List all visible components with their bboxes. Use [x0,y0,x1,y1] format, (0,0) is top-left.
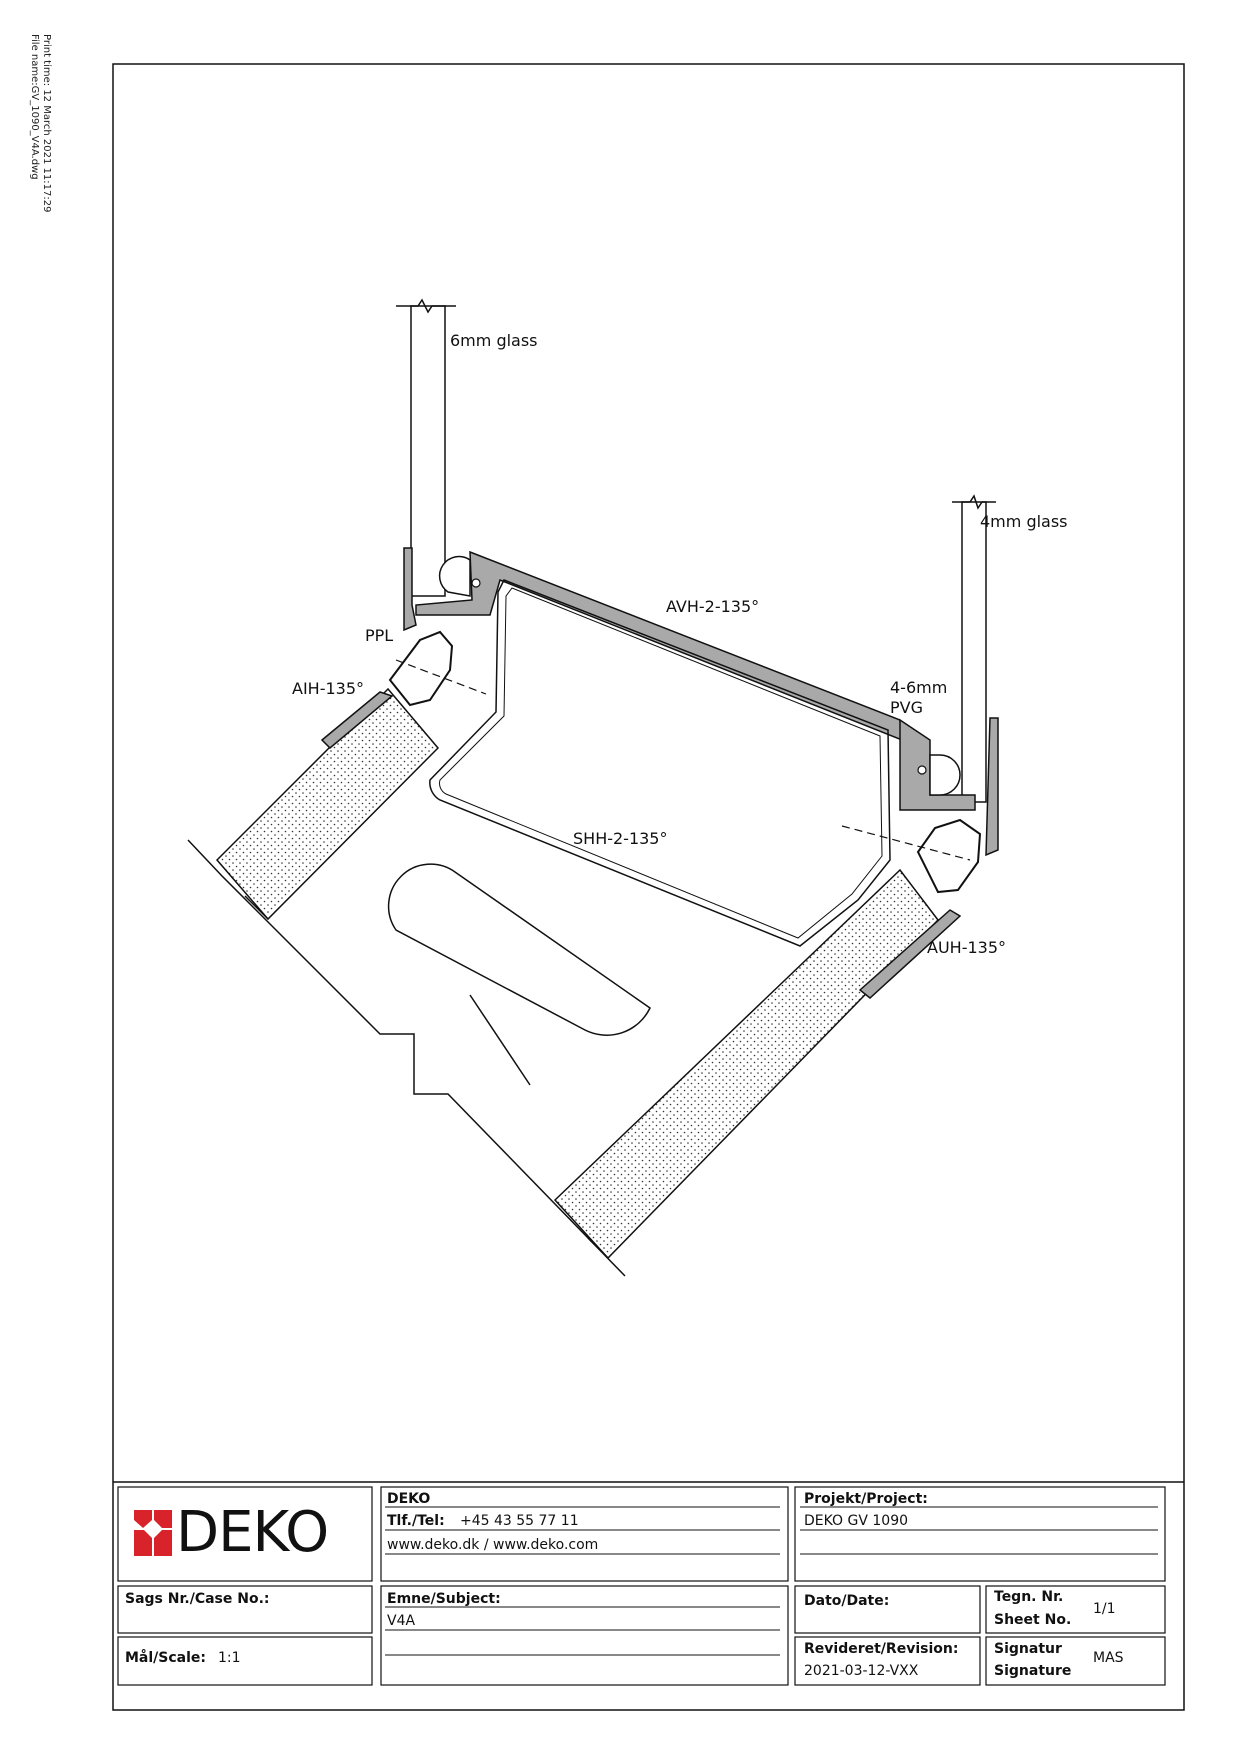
logo-cell [117,1486,373,1582]
label-aih: AIH-135° [292,679,365,698]
website: www.deko.dk / www.deko.com [387,1537,599,1553]
label-shh: SHH-2-135° [573,829,668,848]
glass-4mm [961,501,987,803]
gasket-hole [917,765,927,775]
edge-line [244,895,269,920]
date-label: Dato/Date: [804,1593,890,1609]
subject-value: V4A [387,1613,416,1629]
scale-cell [117,1636,373,1686]
scale-value: 1:1 [218,1650,241,1666]
label-pvg-size: 4-6mm [890,678,948,697]
break-mark [396,298,456,314]
deko-logo-text: DEKO [176,1500,329,1565]
label-ppl: PPL [365,626,394,645]
slot-line [469,994,531,1086]
signature-label-1: Signatur [994,1641,1062,1657]
label-glass-4mm: 4mm glass [980,512,1068,531]
drawing-frame [112,63,1185,1711]
revision-label: Revideret/Revision: [804,1641,959,1657]
strip-aih [320,691,394,750]
edge-line [587,1237,609,1259]
project-value: DEKO GV 1090 [804,1513,909,1529]
profile-clip-left [403,547,417,632]
gasket-left [438,555,471,597]
gasket-right [929,754,961,796]
company-name: DEKO [387,1491,431,1507]
case-cell [117,1585,373,1634]
signature-cell [985,1636,1166,1686]
break-mark [952,494,996,510]
dashed-line [841,825,971,861]
deko-logo-mark [134,1510,172,1556]
gasket-hole [471,578,481,588]
sheet-label-1: Tegn. Nr. [994,1589,1064,1605]
label-auh: AUH-135° [927,938,1006,957]
revision-cell [794,1636,981,1686]
profile-avh [415,550,903,742]
label-avh: AVH-2-135° [666,597,760,616]
signature-value: MAS [1093,1650,1124,1666]
title-block-rules [385,1506,1158,1656]
signature-label-2: Signature [994,1663,1072,1679]
date-cell [794,1585,981,1634]
insulation-panel-left [215,687,440,921]
scale-label: Mål/Scale: [125,1650,207,1666]
tel-label: Tlf./Tel: [387,1513,445,1529]
project-label: Projekt/Project: [804,1491,928,1507]
revision-value: 2021-03-12-VXX [804,1663,919,1679]
profile-pvg [899,718,976,811]
label-pvg: PVG [890,698,923,717]
tel-value: +45 43 55 77 11 [460,1513,579,1529]
company-cell [380,1486,789,1582]
project-cell [794,1486,1166,1582]
strip-auh [858,909,962,999]
subject-label: Emne/Subject: [387,1591,501,1607]
sheet-cell [985,1585,1166,1634]
sheet-label-2: Sheet No. [994,1612,1072,1628]
clip-ppl-left [388,630,454,707]
profile-shh [429,579,891,947]
sheet-value: 1/1 [1093,1601,1116,1617]
profile-clip-right [985,717,999,857]
label-glass-6mm: 6mm glass [450,331,538,350]
dashed-line [395,659,487,695]
insulation-panel-right [553,868,939,1260]
slot-cutout [387,863,651,1036]
clip-ppl-right [916,818,982,894]
case-label: Sags Nr./Case No.: [125,1591,270,1607]
wall-outline [187,839,626,1277]
glass-6mm [410,305,446,597]
profile-shh-inner [439,587,883,939]
subject-cell [380,1585,789,1686]
